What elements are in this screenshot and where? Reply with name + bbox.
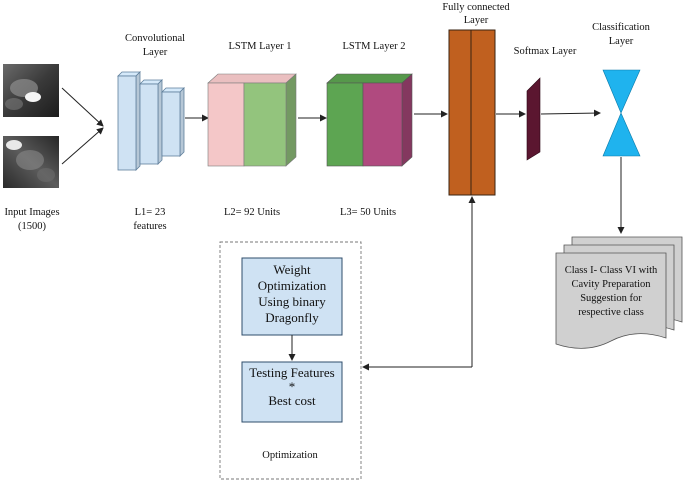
weight-box-line-3: Using binary <box>258 294 326 309</box>
classification-layer-title: Classification <box>592 22 650 33</box>
weight-optimization-box: Weight Optimization Using binary Dragonf… <box>241 257 343 336</box>
lstm2-block <box>326 73 413 167</box>
arrow-image2-to-conv <box>61 127 104 165</box>
lstm1-block <box>207 73 297 167</box>
conv-layer-caption: L1= 23 <box>135 207 166 218</box>
output-document-stack: Class I- Class VI with Cavity Preparatio… <box>555 236 683 349</box>
conv-layer-title: Convolutional <box>125 33 185 44</box>
testing-box-line-1: Testing Features <box>249 365 334 380</box>
output-doc-line-4: respective class <box>578 307 644 318</box>
lstm1-title: LSTM Layer 1 <box>229 41 292 52</box>
testing-box-line-2: * <box>289 379 296 394</box>
conv-slab-1 <box>117 71 141 171</box>
arrow-image1-to-conv <box>61 87 104 127</box>
testing-box-line-3: Best cost <box>268 393 316 408</box>
conv-slab-2 <box>139 79 163 165</box>
fc-layer-block <box>448 29 496 196</box>
softmax-layer-title: Softmax Layer <box>514 46 577 57</box>
classification-hourglass-shape <box>602 69 641 157</box>
input-images-label: Input Images <box>4 207 59 218</box>
weight-box-line-1: Weight <box>273 262 311 277</box>
lstm2-title: LSTM Layer 2 <box>343 41 406 52</box>
input-image-2 <box>3 136 59 188</box>
softmax-layer-shape <box>526 77 541 161</box>
testing-features-box: Testing Features * Best cost <box>241 361 343 423</box>
weight-box-line-4: Dragonfly <box>265 310 319 325</box>
fc-layer-title-2: Layer <box>464 15 489 26</box>
fc-layer-title: Fully connected <box>442 2 510 13</box>
output-doc-line-3: Suggestion for <box>580 293 642 304</box>
lstm1-caption: L2= 92 Units <box>224 207 280 218</box>
classification-layer-title-2: Layer <box>609 36 634 47</box>
input-images-count: (1500) <box>18 221 46 232</box>
conv-layer-title-2: Layer <box>143 47 168 58</box>
weight-box-line-2: Optimization <box>258 278 327 293</box>
optimization-label: Optimization <box>262 450 318 461</box>
output-doc-line-1: Class I- Class VI with <box>565 265 658 276</box>
input-image-1 <box>3 64 59 117</box>
conv-slab-3 <box>161 87 185 157</box>
arrow-softmax-to-classification <box>540 109 601 117</box>
output-doc-line-2: Cavity Preparation <box>571 279 651 290</box>
lstm2-caption: L3= 50 Units <box>340 207 396 218</box>
optimization-dashed-frame <box>219 241 362 480</box>
conv-layer-caption-2: features <box>133 221 166 232</box>
